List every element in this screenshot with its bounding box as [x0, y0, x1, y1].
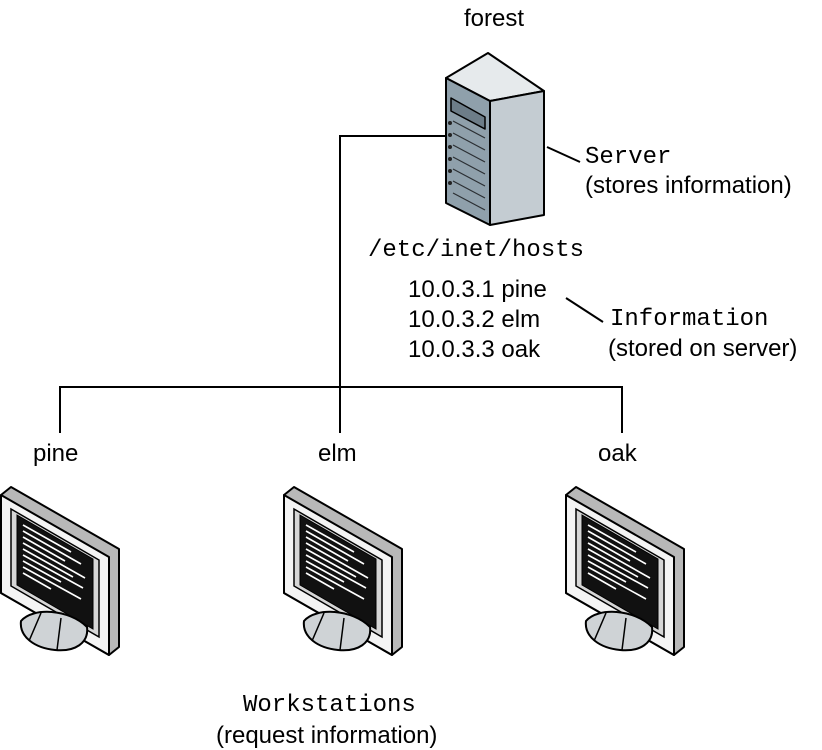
server-name-label: forest: [464, 5, 525, 32]
workstation-name-elm: elm: [318, 440, 357, 467]
workstation-icon-oak: [565, 486, 685, 656]
workstation-name-oak: oak: [598, 440, 637, 467]
server-role-label: (stores information): [585, 172, 792, 199]
workstations-role-label: (request information): [216, 722, 438, 749]
host-entry: 10.0.3.2 elm: [408, 306, 541, 333]
server-type-label: Server: [585, 144, 672, 171]
server-slots: [452, 120, 486, 211]
server-uplink-line: [339, 135, 447, 387]
host-entry: 10.0.3.3 oak: [408, 336, 541, 363]
workstation-icon-pine: [0, 486, 120, 656]
workstations-type-label: Workstations: [243, 692, 416, 719]
workstation-name-pine: pine: [33, 440, 79, 467]
information-callout-line: [565, 297, 604, 323]
server-leds: [448, 121, 452, 185]
server-side-face: [489, 90, 545, 226]
server-drive-bay: [450, 97, 486, 130]
host-entry: 10.0.3.1 pine: [408, 276, 547, 303]
server-callout-line: [546, 146, 581, 163]
network-connectors: [59, 135, 623, 433]
information-role-label: (stored on server): [608, 335, 798, 362]
server-icon: [445, 52, 545, 226]
workstation-icon-elm: [283, 486, 403, 656]
information-type-label: Information: [610, 306, 769, 333]
hosts-file-path: /etc/inet/hosts: [368, 237, 585, 264]
